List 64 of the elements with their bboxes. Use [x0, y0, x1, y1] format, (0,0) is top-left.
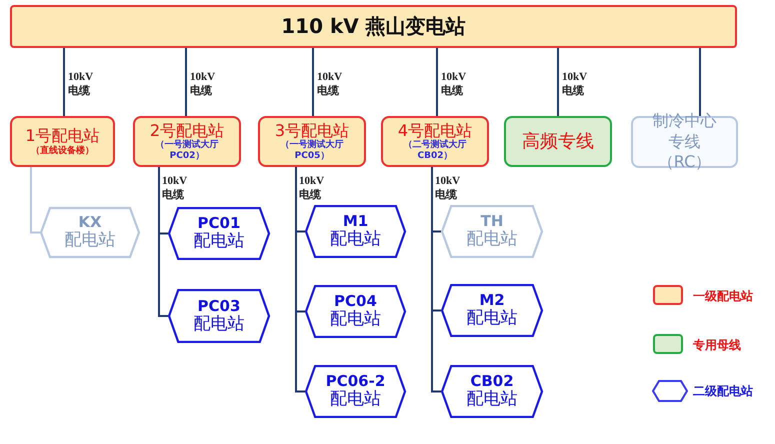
station-note: （二号测试大厅 CB02）: [402, 140, 468, 162]
edge-label: 10kV 电缆: [435, 174, 461, 202]
level2-station-hexagon: [441, 205, 543, 258]
station-code: M1: [342, 213, 368, 230]
station-name: 配电站: [466, 390, 518, 410]
station-code: CB02: [470, 373, 514, 390]
level1-station-box: [381, 116, 489, 167]
station-code: KX: [78, 214, 102, 232]
edge-label: 10kV 电缆: [162, 174, 188, 202]
cable-line: [312, 48, 314, 116]
station-name: 1号配电站: [25, 127, 100, 146]
station-name: 配电站: [466, 309, 518, 329]
level2-station-hexagon: [168, 289, 270, 343]
edge-label: 10kV 电缆: [299, 174, 325, 202]
level2-station-hexagon: [305, 365, 406, 418]
station-name: 4号配电站: [398, 122, 472, 140]
station-name: 配电站: [330, 230, 381, 250]
level2-station-hexagon: [305, 285, 406, 338]
station-code: TH: [480, 213, 504, 230]
line-name: 制冷中心专线（RC）: [652, 110, 718, 174]
level2-station-hexagon: [305, 205, 406, 258]
station-note: （一号测试大厅 PC02）: [154, 140, 220, 162]
cable-line: [158, 167, 168, 317]
edge-label: 10kV 电缆: [317, 70, 343, 98]
legend-label: 一级配电站: [693, 288, 753, 305]
cable-line: [431, 167, 441, 392]
cable-line: [436, 48, 438, 116]
station-name: 配电站: [330, 390, 381, 410]
station-note: （一号测试大厅 PC05）: [280, 140, 344, 162]
station-name: 配电站: [194, 232, 244, 252]
legend-label: 二级配电站: [693, 383, 753, 400]
station-name: 配电站: [194, 314, 244, 334]
level2-station-hexagon: [168, 207, 270, 260]
station-name: 配电站: [330, 310, 381, 330]
station-code: PC01: [198, 215, 240, 232]
cable-line: [295, 167, 305, 392]
station-name: 3号配电站: [274, 122, 350, 140]
station-name: 配电站: [466, 230, 518, 250]
cable-line: [63, 48, 65, 116]
level2-station-hexagon: [40, 207, 140, 258]
line-name: 高频专线: [521, 130, 595, 154]
station-code: M2: [479, 292, 505, 310]
edge-label: 10kV 电缆: [190, 70, 216, 98]
station-code: PC04: [334, 293, 377, 310]
station-name: 2号配电站: [150, 122, 224, 140]
level1-station-box: [258, 116, 366, 167]
edge-label: 10kV 电缆: [68, 70, 94, 98]
cable-line: [557, 48, 559, 116]
title-text: 110 kV 燕山变电站: [281, 15, 466, 38]
level2-station-hexagon: [441, 365, 543, 418]
edge-label: 10kV 电缆: [441, 70, 467, 98]
level1-station-box: [133, 116, 241, 167]
substation-box: [10, 5, 737, 48]
cable-line: [185, 48, 187, 116]
edge-label: 10kV 电缆: [562, 70, 588, 98]
station-name: 配电站: [64, 231, 116, 251]
station-code: PC03: [198, 298, 240, 315]
cable-line: [30, 167, 40, 234]
legend-label: 专用母线: [693, 337, 741, 354]
cable-line: [699, 48, 701, 116]
station-code: PC06-2: [326, 373, 386, 390]
station-note: （直线设备楼）: [30, 146, 95, 156]
level1-station-box: [10, 116, 115, 167]
level2-station-hexagon: [441, 284, 543, 337]
